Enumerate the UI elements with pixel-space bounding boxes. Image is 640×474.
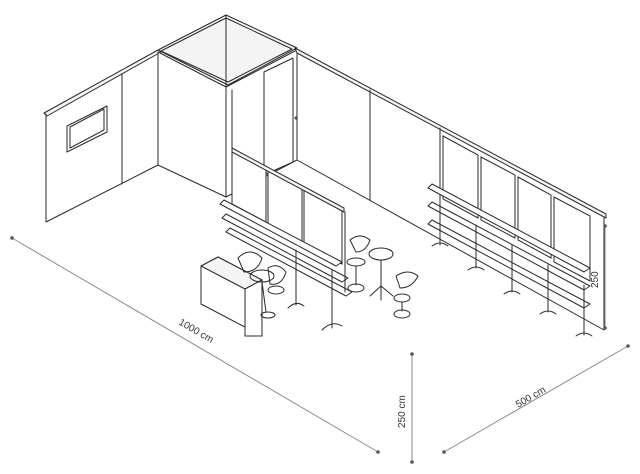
left-wall: [43, 49, 162, 223]
dimension-lines: [10, 224, 630, 464]
reception-counter: [200, 256, 263, 337]
height-front-dimension-label: 250 cm: [397, 395, 408, 428]
center-display-unit: [219, 147, 353, 331]
right-display-unit: [427, 135, 593, 337]
bar-table-set: [346, 235, 419, 319]
length-dimension-label: 1000 cm: [177, 317, 216, 346]
storage-room: [157, 14, 298, 198]
chairs: [237, 251, 287, 319]
height-side-dimension-label: 250: [590, 271, 601, 288]
width-dimension-label: 500 cm: [514, 385, 548, 411]
